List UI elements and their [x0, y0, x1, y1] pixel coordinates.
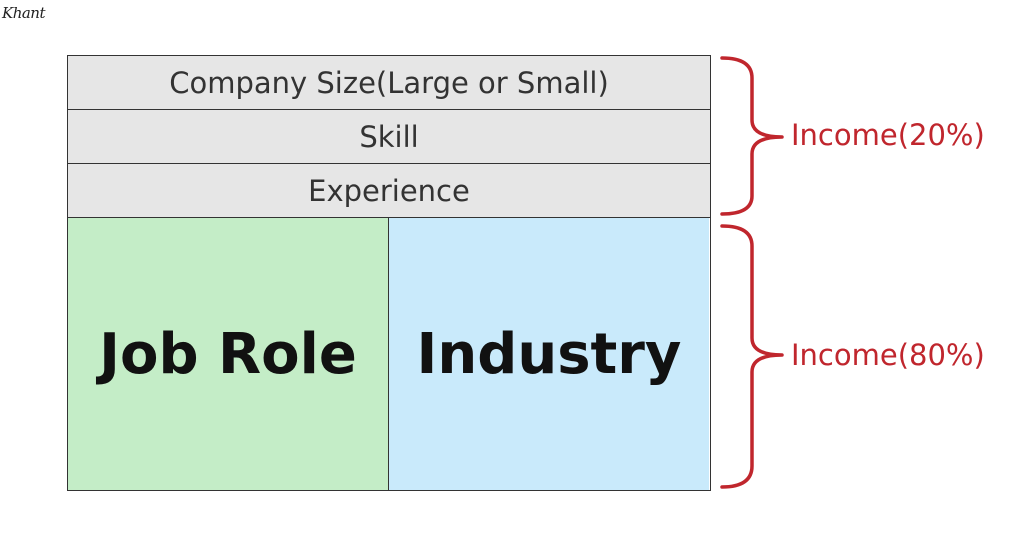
income-80-label: Income(80%) [791, 338, 985, 372]
factor-row-company-size: Company Size(Large or Small) [68, 56, 710, 110]
factor-cell-job-role: Job Role [68, 218, 389, 490]
factor-cell-industry: Industry [389, 218, 709, 490]
author-signature: Khant [2, 4, 46, 22]
factor-row-skill: Skill [68, 110, 710, 164]
income-factor-diagram: Company Size(Large or Small) Skill Exper… [67, 55, 711, 491]
curly-brace-bottom [720, 224, 784, 489]
factor-row-experience: Experience [68, 164, 710, 218]
income-20-label: Income(20%) [791, 118, 985, 152]
curly-brace-top [720, 56, 784, 216]
